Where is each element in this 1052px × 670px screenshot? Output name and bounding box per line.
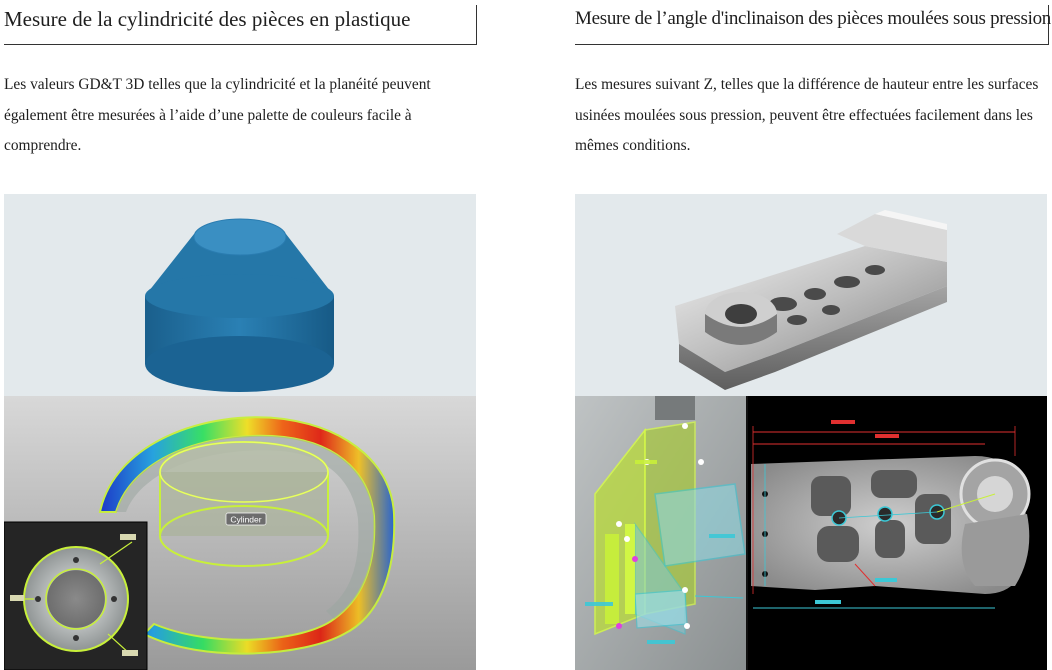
cylindricity-color-map: Cylinder	[98, 416, 396, 655]
measurement-inset-photo	[4, 521, 148, 670]
cad-model-view	[585, 396, 746, 644]
cylindricity-heading: Mesure de la cylindricité des pièces en …	[4, 5, 477, 45]
die-cast-part-illustration	[675, 210, 947, 390]
plastic-part-illustration	[145, 218, 334, 392]
inclination-heading: Mesure de l’angle d'inclinaison des pièc…	[575, 5, 1051, 45]
cylindricity-figure: Cylinder	[4, 194, 476, 670]
cylinder-tag-label: Cylinder	[230, 515, 261, 525]
cylindricity-paragraph: Les valeurs GD&T 3D telles que la cylind…	[4, 76, 431, 154]
inclination-paragraph: Les mesures suivant Z, telles que la dif…	[575, 76, 1039, 154]
measurement-overlay-view	[751, 420, 1031, 609]
inclination-figure	[575, 194, 1047, 670]
